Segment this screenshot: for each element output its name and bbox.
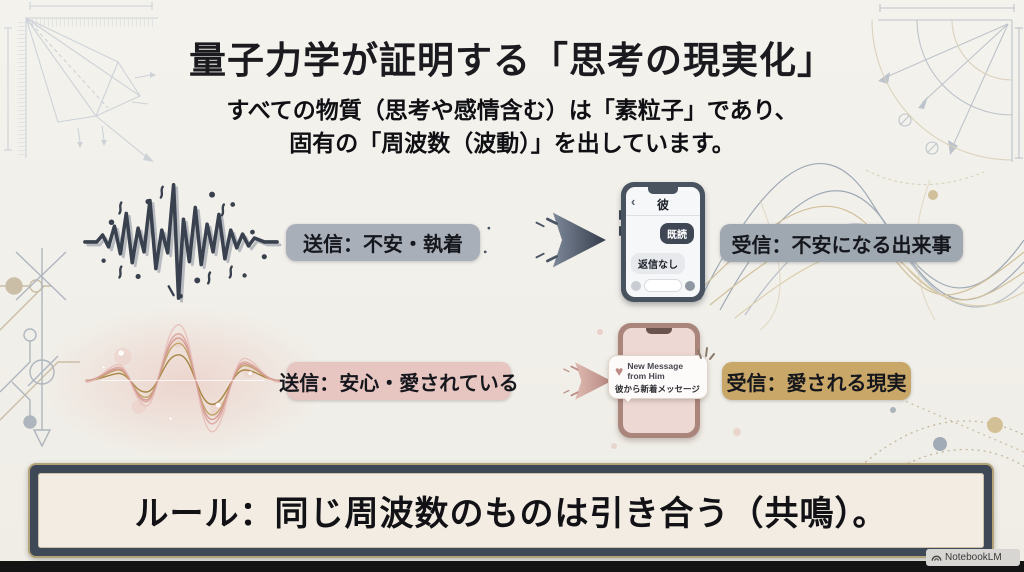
anxiety-send-label: 送信：不安・執着 [286, 224, 480, 261]
watermark-label: NotebookLM [945, 552, 1002, 563]
no-reply-bubble: 返信なし [631, 253, 685, 274]
circuit-lines-left-icon [0, 248, 80, 448]
notebooklm-watermark: NotebookLM [926, 549, 1020, 566]
page-title: 量子力学が証明する「思考の現実化」 [189, 41, 835, 82]
phone-notch [648, 187, 678, 194]
chat-screen: ‹ 彼 既読 返信なし [626, 187, 700, 297]
chat-header: ‹ 彼 [626, 193, 700, 216]
speed-arrow-pink-icon [520, 362, 612, 400]
chat-contact-name: 彼 [656, 197, 669, 212]
phone-notch [646, 328, 672, 334]
rule-banner: ルール：同じ周波数のものは引き合う（共鳴）。 [28, 463, 994, 558]
blueprint-sketch-topleft-icon [4, 2, 158, 162]
heart-icon: ♥ [615, 363, 624, 379]
rule-banner-inner: ルール：同じ周波数のものは引き合う（共鳴）。 [38, 473, 984, 548]
notification-body: 彼から新着メッセージ [615, 384, 700, 394]
calm-waveform [85, 324, 281, 433]
camera-icon [631, 280, 641, 291]
message-notification: ♥ New Message from Him 彼から新着メッセージ [608, 347, 715, 402]
speed-arrow-dark-icon [471, 212, 606, 268]
anxiety-receive-label: 受信：不安になる出来事 [720, 224, 963, 262]
notification-tail [621, 394, 635, 409]
love-receive-label: 受信：愛される現実 [722, 362, 911, 400]
read-receipt-bubble: 既読 [660, 223, 694, 244]
dotted-orbits-icon [855, 391, 1024, 493]
love-send-label: 送信：安心・愛されている [279, 362, 519, 400]
notification-title: New Message from Him [627, 361, 684, 381]
notebooklm-logo-icon [931, 555, 942, 561]
subtitle-line-2: 固有の「周波数（波動）」を出しています。 [289, 130, 735, 156]
subtitle: すべての物質（思考や感情含む）は「素粒子」であり、 固有の「周波数（波動）」を出… [0, 94, 1024, 160]
back-chevron-icon: ‹ [631, 194, 636, 209]
rule-text: ルール：同じ周波数のものは引き合う（共鳴）。 [134, 495, 888, 533]
phone-side-button [619, 226, 621, 236]
subtitle-line-1: すべての物質（思考や感情含む）は「素粒子」であり、 [226, 97, 798, 123]
anxiety-waveform [83, 183, 282, 303]
phone-side-button [619, 210, 621, 220]
phone-anxiety: ‹ 彼 既読 返信なし [619, 182, 705, 302]
bottom-bar [0, 561, 1024, 572]
chat-input-bar [631, 279, 695, 292]
sparkle-icon [697, 347, 715, 360]
phone-love: ♥ New Message from Him 彼から新着メッセージ [608, 323, 715, 438]
blueprint-sketch-topright-icon [865, 4, 1023, 186]
message-input [644, 279, 682, 292]
send-icon [685, 280, 695, 291]
